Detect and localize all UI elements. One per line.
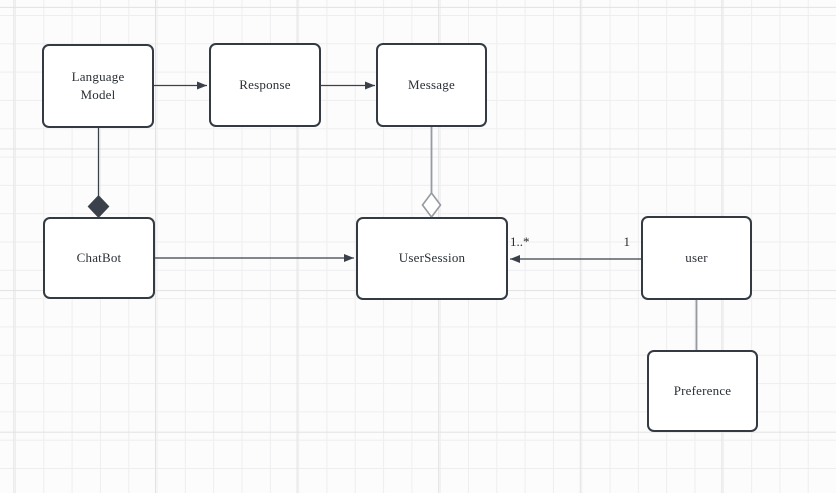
node-message-label: Message (408, 76, 455, 92)
node-user[interactable]: user (641, 216, 752, 300)
node-response[interactable]: Response (209, 43, 321, 127)
edge-languagemodel-to-chatbot-composition[interactable] (87, 128, 110, 218)
node-message[interactable]: Message (376, 43, 487, 127)
node-usersession-label: UserSession (398, 250, 466, 266)
node-chatbot[interactable]: ChatBot (43, 217, 155, 299)
node-preference[interactable]: Preference (647, 350, 758, 432)
node-language-model[interactable]: Language Model (42, 44, 154, 128)
multiplicity-label-user-end[interactable]: 1 (623, 234, 631, 249)
node-chatbot-label: ChatBot (76, 249, 122, 265)
node-usersession[interactable]: UserSession (356, 217, 508, 300)
multiplicity-label-usersession-end[interactable]: 1..* (510, 234, 530, 249)
edge-message-to-usersession-aggregation[interactable] (421, 127, 442, 219)
node-preference-label: Preference (673, 382, 732, 398)
node-language-model-label: Language Model (71, 68, 125, 102)
composition-diamond (87, 195, 110, 218)
node-response-label: Response (239, 76, 291, 92)
aggregation-diamond (421, 191, 442, 219)
node-user-label: user (685, 249, 708, 265)
